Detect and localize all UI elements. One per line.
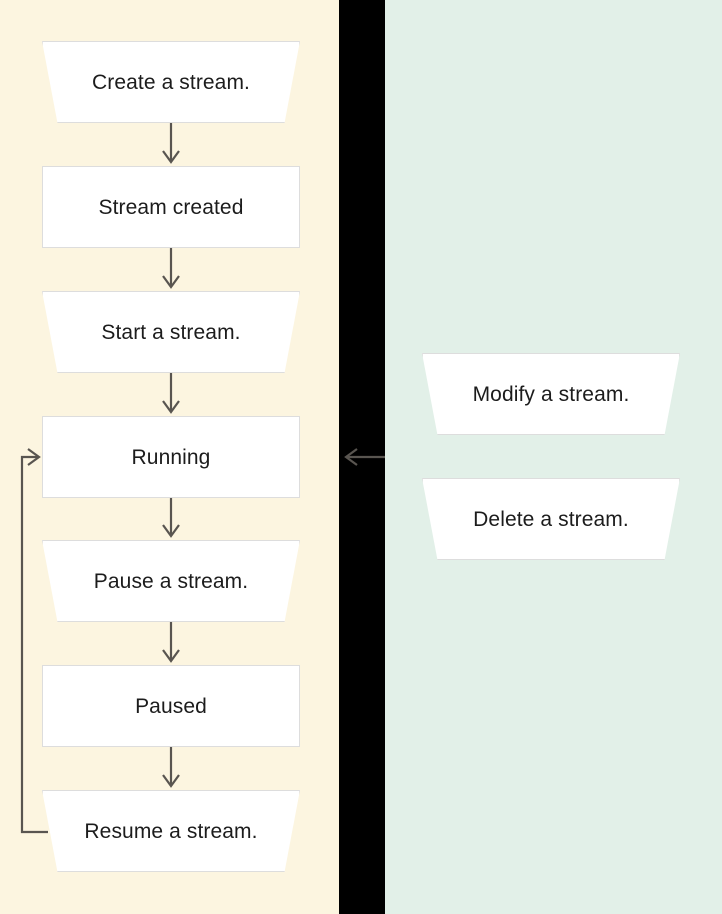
node-label: Stream created [98,195,244,219]
node-paused[interactable]: Paused [42,665,300,747]
node-label: Running [131,445,211,469]
trapezoid-shape [42,291,300,373]
node-resume-a-stream[interactable]: Resume a stream. [42,790,300,872]
node-label: Pause a stream. [93,569,249,593]
node-label: Paused [135,694,207,718]
trapezoid-shape [42,41,300,123]
node-label: Start a stream. [101,320,241,344]
node-stream-created[interactable]: Stream created [42,166,300,248]
node-label: Resume a stream. [84,819,258,843]
node-pause-a-stream[interactable]: Pause a stream. [42,540,300,622]
operations-panel [385,0,722,914]
node-label: Delete a stream. [473,507,629,531]
trapezoid-shape [42,790,300,872]
edge-operations-to-running [344,448,385,466]
node-label: Create a stream. [92,70,250,94]
node-modify-a-stream[interactable]: Modify a stream. [422,353,680,435]
trapezoid-shape [42,540,300,622]
node-start-a-stream[interactable]: Start a stream. [42,291,300,373]
node-running[interactable]: Running [42,416,300,498]
node-label: Modify a stream. [472,382,630,406]
node-create-a-stream[interactable]: Create a stream. [42,41,300,123]
node-delete-a-stream[interactable]: Delete a stream. [422,478,680,560]
